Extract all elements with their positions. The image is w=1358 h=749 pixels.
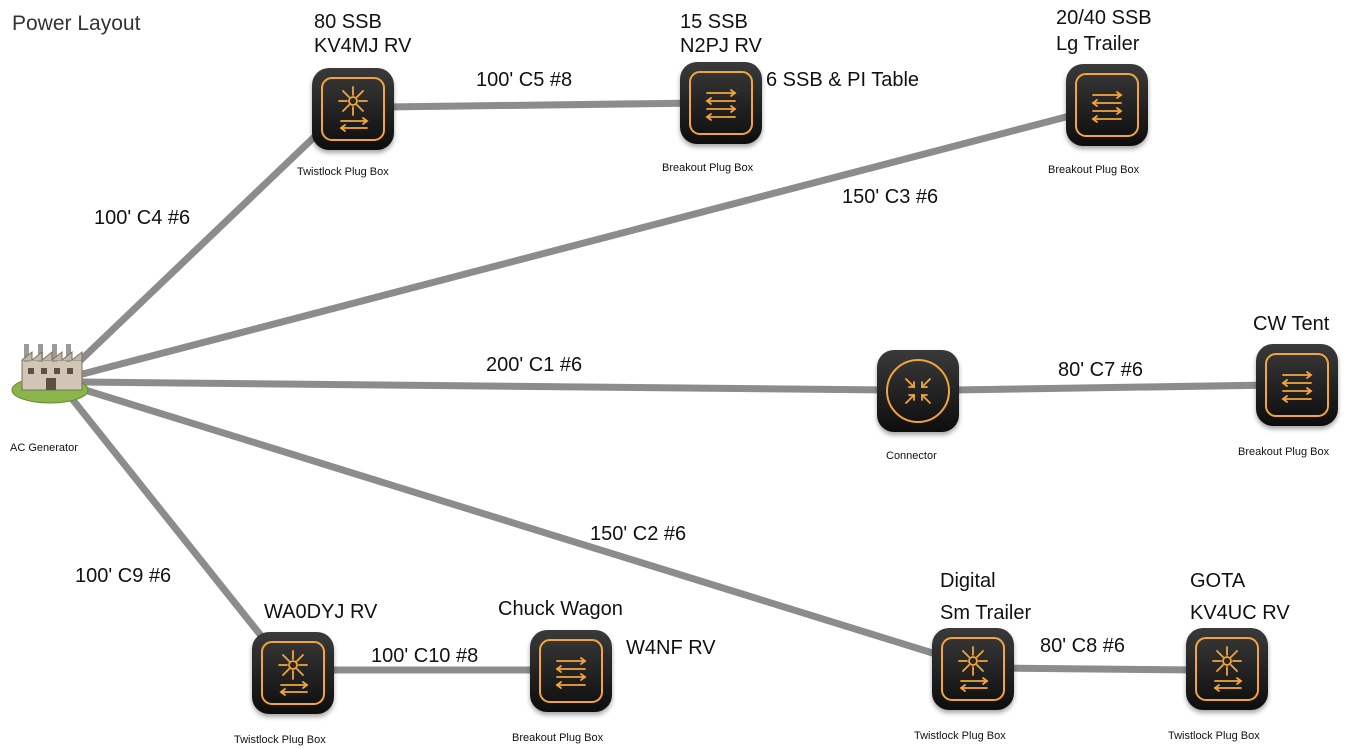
cable-c9-label: 100' C9 #6 xyxy=(75,565,172,587)
cable-c4 xyxy=(58,118,334,382)
cable-c8-label: 80' C8 #6 xyxy=(1040,635,1125,657)
breakout-icon xyxy=(1092,91,1122,123)
breakout-icon xyxy=(1282,371,1312,403)
ssb15-caption: Breakout Plug Box xyxy=(662,162,754,174)
cable-c3 xyxy=(71,108,1089,380)
cable-c8 xyxy=(986,664,1204,674)
ssb80-caption: Twistlock Plug Box xyxy=(297,166,389,178)
chuck-label: Chuck Wagon xyxy=(498,598,623,620)
ssb15-label-line1: 15 SSB xyxy=(680,11,748,33)
chuck-caption: Breakout Plug Box xyxy=(512,732,604,744)
twistlock-icon xyxy=(338,86,368,132)
wa0dyj-caption: Twistlock Plug Box xyxy=(234,734,326,746)
ssb80-label-line2: KV4MJ RV xyxy=(314,35,412,57)
ssb2040-caption: Breakout Plug Box xyxy=(1048,164,1140,176)
cable-c7 xyxy=(951,381,1279,394)
cable-c5-label: 100' C5 #8 xyxy=(476,69,573,91)
factory-icon xyxy=(11,344,89,404)
gota-label-line2: KV4UC RV xyxy=(1190,602,1290,624)
cable-c2-label: 150' C2 #6 xyxy=(590,523,687,545)
cwtent-label: CW Tent xyxy=(1253,313,1330,335)
ssb15-extra-label: 6 SSB & PI Table xyxy=(766,69,920,91)
cwtent-caption: Breakout Plug Box xyxy=(1238,446,1330,458)
breakout-icon xyxy=(556,657,586,689)
twistlock-icon xyxy=(958,646,988,692)
ssb80-label-line1: 80 SSB xyxy=(314,11,382,33)
cable-c9 xyxy=(61,386,286,666)
cable-c3-label: 150' C3 #6 xyxy=(842,186,939,208)
cable-c7-label: 80' C7 #6 xyxy=(1058,359,1143,381)
ssb15-label-line2: N2PJ RV xyxy=(680,35,762,57)
page-title: Power Layout xyxy=(12,12,141,35)
cable-c2 xyxy=(81,386,959,664)
gota-caption: Twistlock Plug Box xyxy=(1168,730,1260,742)
digital-caption: Twistlock Plug Box xyxy=(914,730,1006,742)
digital-label-line2: Sm Trailer xyxy=(940,602,1032,624)
chuck-extra-label: W4NF RV xyxy=(626,637,716,659)
ssb2040-label-line1: 20/40 SSB xyxy=(1056,7,1152,29)
generator-caption: AC Generator xyxy=(10,442,78,454)
cable-c1-label: 200' C1 #6 xyxy=(486,354,583,376)
digital-label-line1: Digital xyxy=(940,570,996,592)
wa0dyj-label: WA0DYJ RV xyxy=(264,601,378,623)
gota-label-line1: GOTA xyxy=(1190,570,1246,592)
twistlock-icon xyxy=(1212,646,1242,692)
breakout-icon xyxy=(706,89,736,121)
generator-node[interactable] xyxy=(8,338,90,410)
twistlock-icon xyxy=(278,650,308,696)
connector-caption: Connector xyxy=(886,450,937,462)
cable-c10-label: 100' C10 #8 xyxy=(371,645,479,667)
ssb2040-label-line2: Lg Trailer xyxy=(1056,33,1140,55)
cable-c5 xyxy=(381,99,704,111)
cable-c1 xyxy=(78,378,899,394)
connector-icon xyxy=(905,378,931,404)
cable-c4-label: 100' C4 #6 xyxy=(94,207,191,229)
